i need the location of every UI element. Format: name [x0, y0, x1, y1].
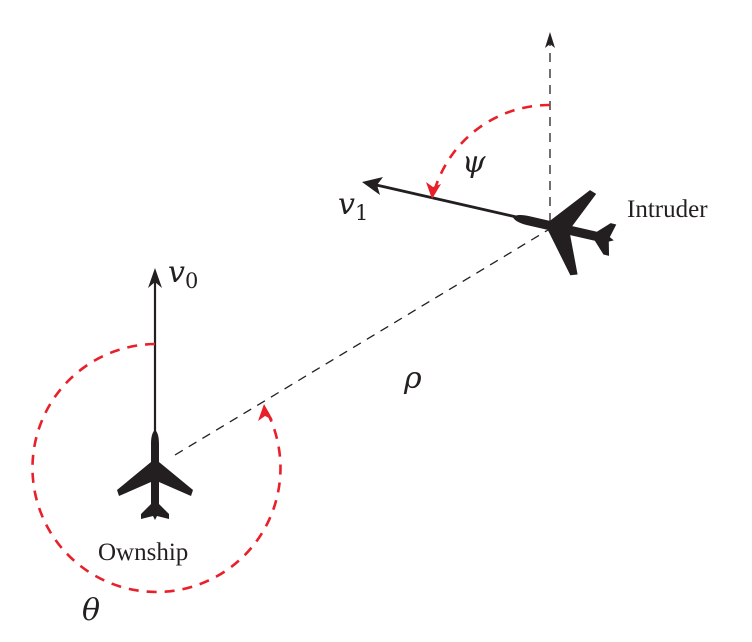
v0-label: v0 [168, 255, 198, 293]
theta-arrowhead-icon [258, 404, 273, 421]
ownship-airplane-icon [117, 430, 193, 520]
ownship-label: Ownship [98, 539, 188, 566]
north-arrowhead-icon [545, 32, 555, 48]
v0-arrowhead-icon [148, 268, 162, 288]
range-line [174, 229, 549, 456]
rho-label: ρ [403, 361, 422, 396]
theta-angle-arc [31, 342, 282, 594]
v1-arrowhead-icon [362, 177, 383, 195]
psi-arrowhead-icon [426, 182, 441, 199]
v1-label: v1 [338, 187, 368, 225]
intruder-label: Intruder [627, 196, 708, 223]
theta-label: θ [82, 593, 100, 628]
intruder-airplane-icon [503, 174, 624, 283]
psi-label: ψ [462, 145, 486, 180]
psi-angle-arc [432, 103, 551, 193]
intruder-velocity-arrow [371, 182, 526, 221]
